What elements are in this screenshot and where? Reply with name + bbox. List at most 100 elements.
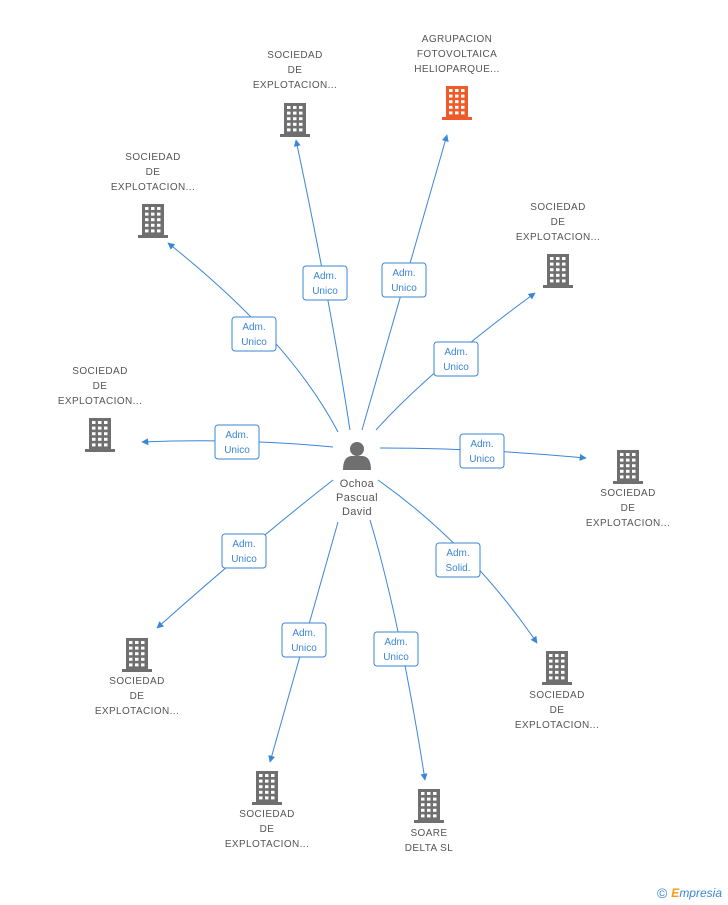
company-name-line: SOCIEDAD bbox=[239, 809, 294, 820]
role-badge-box bbox=[214, 424, 260, 460]
role-badge-text: Adm. bbox=[225, 430, 248, 441]
role-badge-text: Unico bbox=[231, 554, 257, 565]
role-badge-text: Unico bbox=[291, 643, 317, 654]
company-name-line: EXPLOTACION... bbox=[516, 232, 600, 243]
company-name-line: DE bbox=[146, 167, 161, 178]
role-badge-text: Adm. bbox=[392, 268, 415, 279]
role-badge-box bbox=[281, 622, 327, 658]
company-name-line: EXPLOTACION... bbox=[111, 182, 195, 193]
role-badge-text: Adm. bbox=[242, 322, 265, 333]
building-icon bbox=[85, 418, 115, 452]
company-node-n6[interactable]: SOCIEDAD DE EXPLOTACION... bbox=[586, 450, 670, 529]
building-icon bbox=[542, 651, 572, 685]
role-badge-box bbox=[381, 262, 427, 298]
company-name-line: EXPLOTACION... bbox=[95, 706, 179, 717]
company-name-line: DE bbox=[260, 824, 275, 835]
company-name-line: SOCIEDAD bbox=[267, 50, 322, 61]
role-badge-box bbox=[459, 433, 505, 469]
role-badge-box bbox=[302, 265, 348, 301]
building-icon bbox=[122, 638, 152, 672]
company-node-n10[interactable]: SOCIEDAD DE EXPLOTACION... bbox=[95, 638, 179, 717]
company-name-line: SOCIEDAD bbox=[529, 690, 584, 701]
company-name-line: SOCIEDAD bbox=[109, 676, 164, 687]
building-icon-highlight bbox=[442, 86, 472, 120]
company-name-line: SOCIEDAD bbox=[72, 366, 127, 377]
role-badge-text: Adm. bbox=[232, 539, 255, 550]
role-badge-n6[interactable]: Adm. Unico bbox=[459, 433, 505, 469]
role-badge-text: Adm. bbox=[444, 347, 467, 358]
role-badge-n10[interactable]: Adm. Unico bbox=[221, 533, 267, 569]
company-node-n3[interactable]: SOCIEDAD DE EXPLOTACION... bbox=[111, 152, 195, 238]
company-name-line: DE bbox=[93, 381, 108, 392]
role-badge-box bbox=[433, 341, 479, 377]
role-badge-text: Adm. bbox=[292, 628, 315, 639]
company-name-line: AGRUPACION bbox=[422, 34, 493, 45]
role-badge-text: Adm. bbox=[313, 271, 336, 282]
company-name-line: SOCIEDAD bbox=[600, 488, 655, 499]
role-badge-text: Unico bbox=[312, 286, 338, 297]
building-icon bbox=[280, 103, 310, 137]
role-badge-text: Adm. bbox=[446, 548, 469, 559]
person-name-line: David bbox=[342, 506, 372, 518]
building-icon bbox=[252, 771, 282, 805]
company-name-line: EXPLOTACION... bbox=[586, 518, 670, 529]
edge-labels-layer: Adm.UnicoAdm.UnicoAdm.UnicoAdm.UnicoAdm.… bbox=[214, 262, 505, 667]
company-name-line: DE bbox=[551, 217, 566, 228]
role-badge-text: Adm. bbox=[470, 439, 493, 450]
company-node-n4[interactable]: SOCIEDAD DE EXPLOTACION... bbox=[516, 202, 600, 288]
role-badge-text: Adm. bbox=[384, 637, 407, 648]
person-icon bbox=[343, 442, 371, 470]
building-icon bbox=[543, 254, 573, 288]
company-name-line: SOCIEDAD bbox=[125, 152, 180, 163]
company-name-line: FOTOVOLTAICA bbox=[417, 49, 497, 60]
role-badge-n5[interactable]: Adm. Unico bbox=[214, 424, 260, 460]
role-badge-text: Unico bbox=[443, 362, 469, 373]
company-name-line: SOARE bbox=[410, 828, 447, 839]
role-badge-text: Unico bbox=[469, 454, 495, 465]
company-name-line: HELIOPARQUE... bbox=[414, 64, 499, 75]
company-name-line: EXPLOTACION... bbox=[58, 396, 142, 407]
role-badge-text: Unico bbox=[241, 337, 267, 348]
company-node-n7[interactable]: SOCIEDAD DE EXPLOTACION... bbox=[515, 651, 599, 731]
role-badge-n9[interactable]: Adm. Unico bbox=[281, 622, 327, 658]
company-node-n8[interactable]: SOARE DELTA SL bbox=[405, 789, 453, 854]
company-name-line: EXPLOTACION... bbox=[253, 80, 337, 91]
role-badge-n3[interactable]: Adm. Unico bbox=[231, 316, 277, 352]
company-name-line: EXPLOTACION... bbox=[225, 839, 309, 850]
role-badge-text: Unico bbox=[224, 445, 250, 456]
role-badge-n2[interactable]: Adm. Unico bbox=[381, 262, 427, 298]
company-name-line: DELTA SL bbox=[405, 843, 453, 854]
company-name-line: DE bbox=[288, 65, 303, 76]
company-name-line: DE bbox=[130, 691, 145, 702]
company-name-line: DE bbox=[550, 705, 565, 716]
role-badge-box bbox=[373, 631, 419, 667]
company-name-line: DE bbox=[621, 503, 636, 514]
role-badge-box bbox=[221, 533, 267, 569]
role-badge-n7[interactable]: Adm. Solid. bbox=[435, 542, 481, 578]
copyright-symbol: © bbox=[656, 885, 668, 901]
company-node-n5[interactable]: SOCIEDAD DE EXPLOTACION... bbox=[58, 366, 142, 452]
building-icon bbox=[138, 204, 168, 238]
role-badge-box bbox=[435, 542, 481, 578]
company-node-n1[interactable]: SOCIEDAD DE EXPLOTACION... bbox=[253, 50, 337, 137]
company-name-line: EXPLOTACION... bbox=[515, 720, 599, 731]
person-name-line: Ochoa bbox=[340, 478, 375, 490]
person-name-line: Pascual bbox=[336, 492, 378, 504]
role-badge-n1[interactable]: Adm. Unico bbox=[302, 265, 348, 301]
footer-brand: © Empresia bbox=[657, 885, 722, 901]
building-icon bbox=[414, 789, 444, 823]
role-badge-n4[interactable]: Adm. Unico bbox=[433, 341, 479, 377]
company-node-n9[interactable]: SOCIEDAD DE EXPLOTACION... bbox=[225, 771, 309, 850]
brand-initial: E bbox=[671, 886, 680, 900]
role-badge-text: Unico bbox=[391, 283, 417, 294]
role-badge-text: Solid. bbox=[445, 563, 470, 574]
brand-name: mpresia bbox=[679, 886, 722, 900]
nodes-layer: SOCIEDAD DE EXPLOTACION... AGRUPACION FOTOVO… bbox=[58, 34, 670, 854]
building-icon bbox=[613, 450, 643, 484]
role-badge-n8[interactable]: Adm.Unico bbox=[373, 631, 419, 667]
company-name-line: SOCIEDAD bbox=[530, 202, 585, 213]
company-node-n2[interactable]: AGRUPACION FOTOVOLTAICA HELIOPARQUE... bbox=[414, 34, 499, 120]
role-badge-box bbox=[231, 316, 277, 352]
